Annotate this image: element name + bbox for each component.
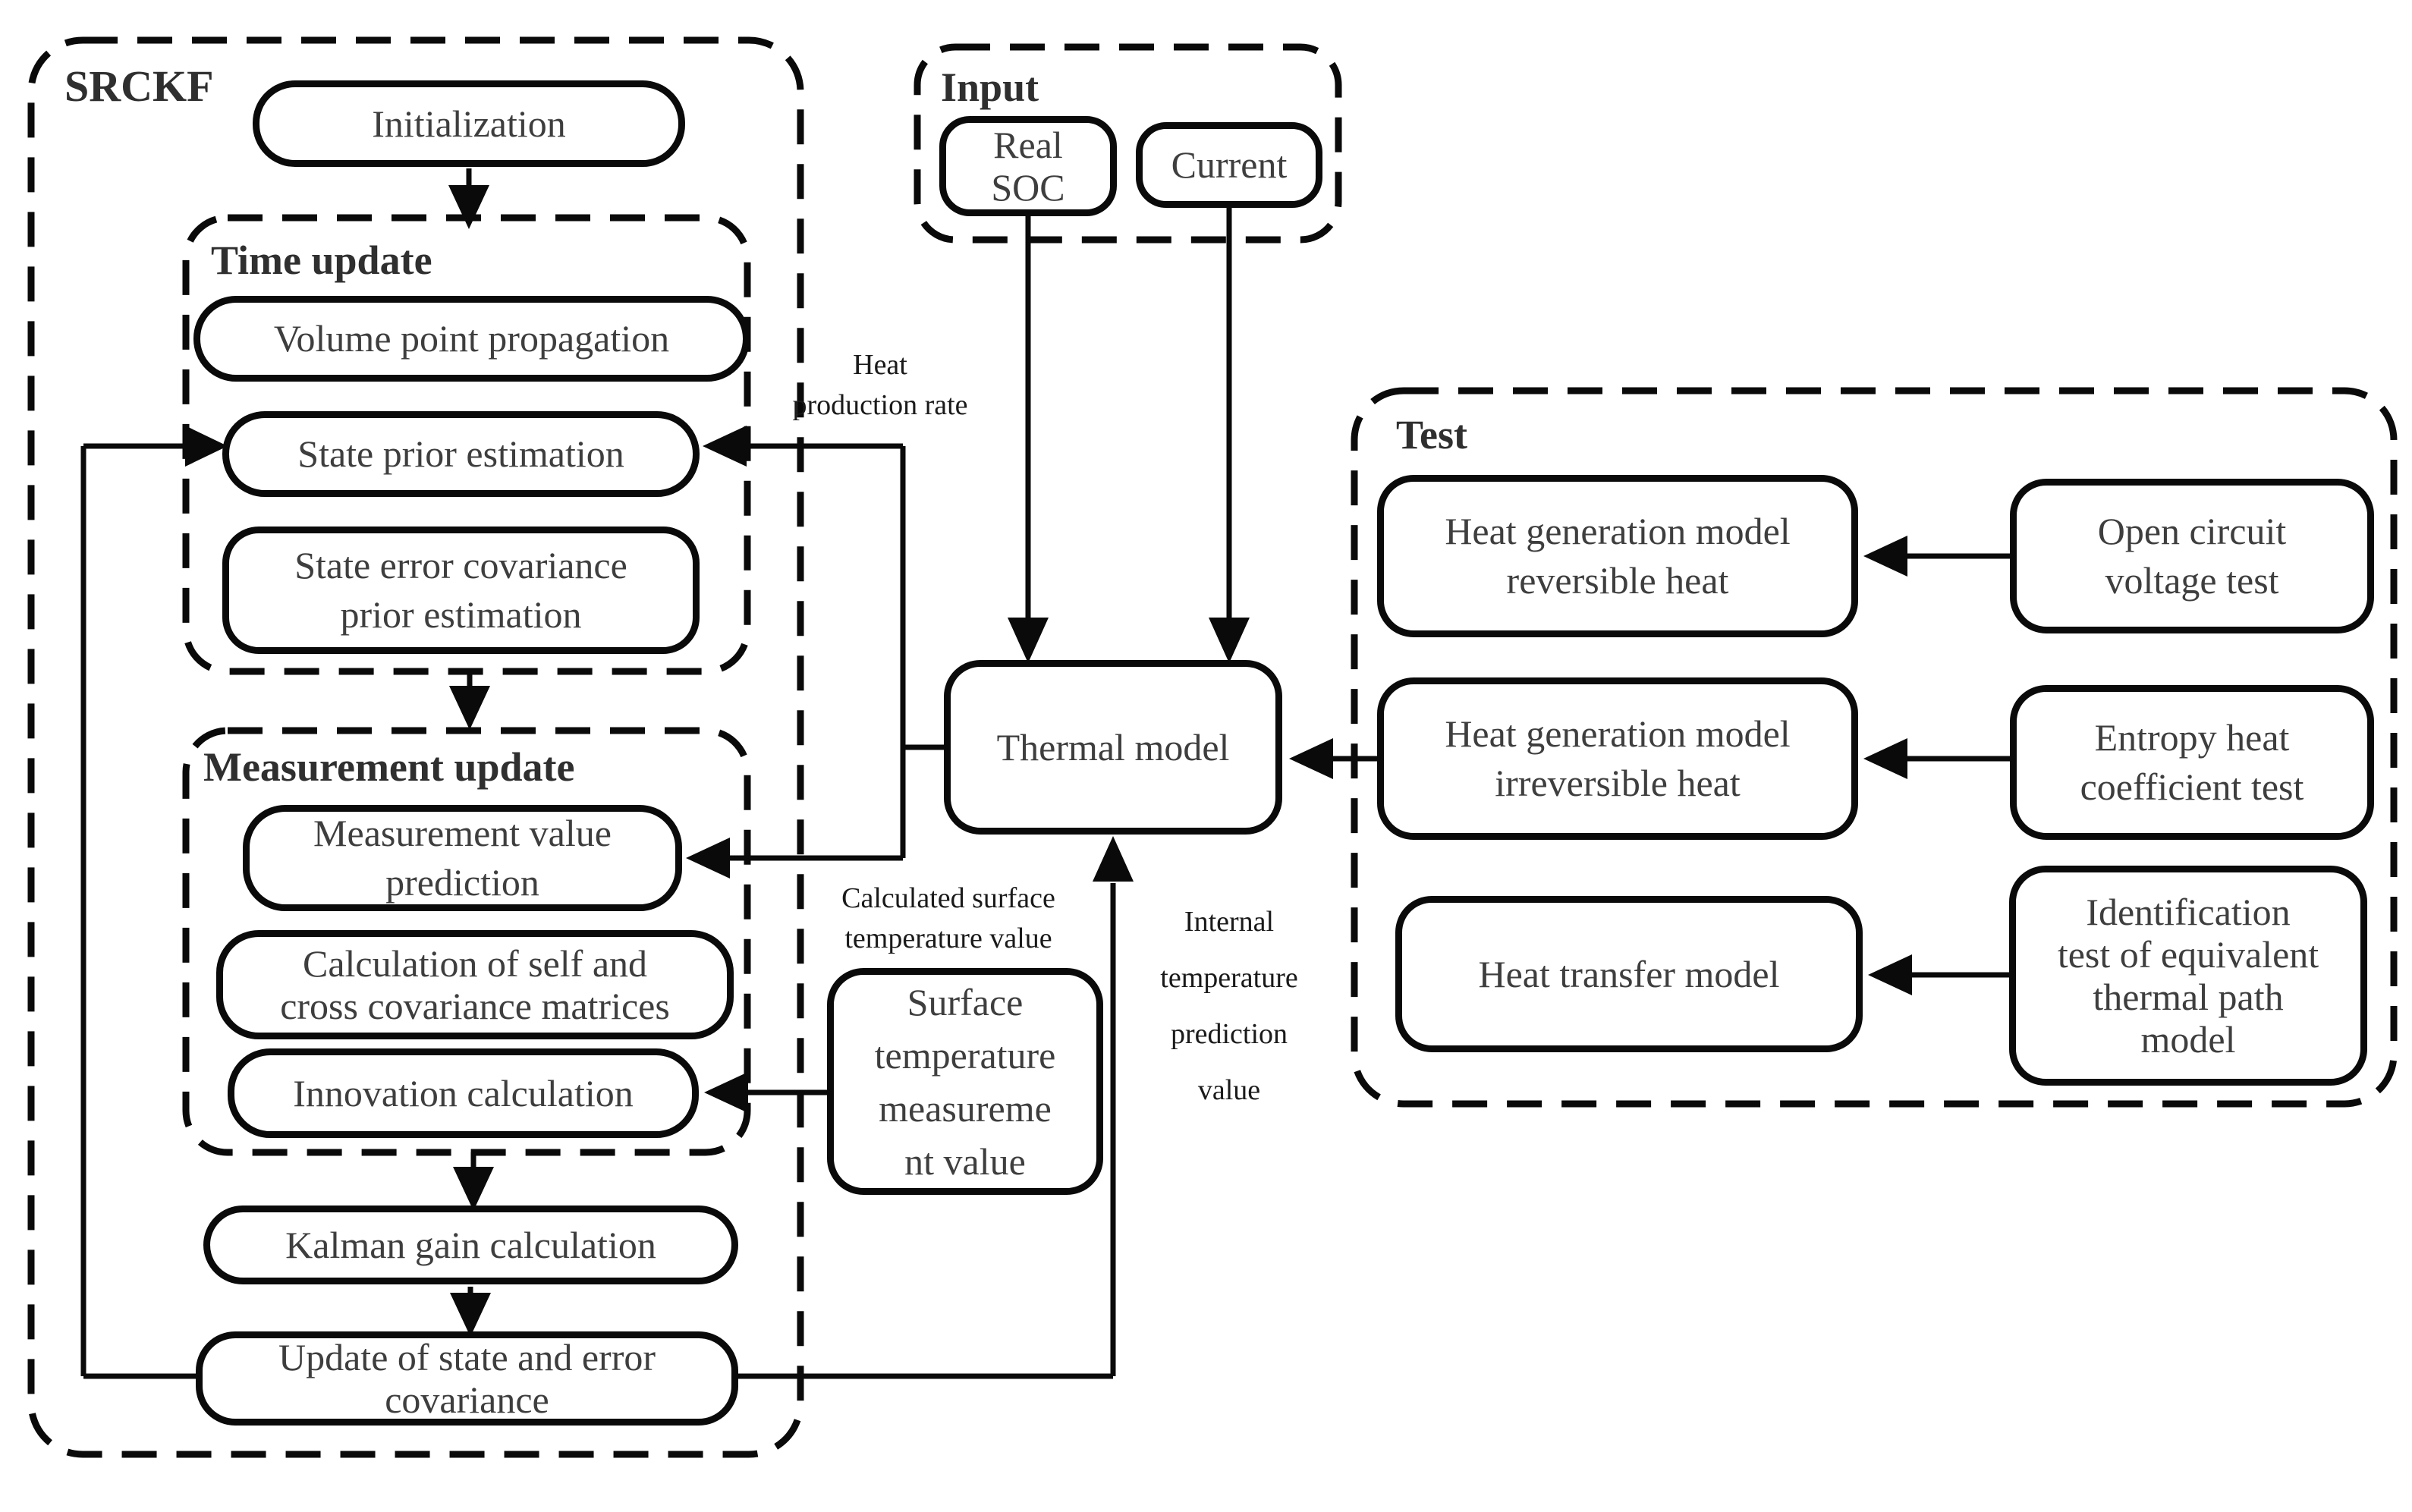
measurement-update-group-border — [182, 727, 751, 1156]
node-label: Identification — [2086, 891, 2291, 933]
edge-label-line: prediction — [1170, 1018, 1288, 1051]
node-heat-generation-irreversible: Heat generation model irreversible heat — [1377, 677, 1858, 840]
arrowhead-surfacetemp-innovation — [704, 1072, 748, 1113]
edge-label-internal-temperature-prediction: Internal temperature prediction value — [1134, 894, 1324, 1118]
node-label: model — [2140, 1018, 2236, 1061]
srckf-group-label: SRCKF — [64, 61, 214, 111]
node-label: Initialization — [372, 102, 566, 145]
input-group-border — [914, 43, 1342, 244]
arrowhead-calcsurface-measvalue — [686, 838, 730, 879]
input-group-label: Input — [941, 64, 1039, 110]
node-label: Current — [1171, 143, 1288, 186]
edge-label-heat-production-rate: Heat production rate — [744, 345, 1017, 426]
node-label: Surface — [907, 980, 1024, 1023]
node-current: Current — [1136, 122, 1322, 208]
node-label: cross covariance matrices — [280, 985, 670, 1027]
node-label: voltage test — [2105, 559, 2279, 602]
measurement-update-group-label: Measurement update — [203, 744, 575, 790]
node-label: State error covariance — [294, 544, 627, 586]
node-label: temperature — [874, 1033, 1056, 1077]
node-label: prediction — [385, 861, 539, 904]
node-label: prior estimation — [340, 593, 582, 636]
node-surface-temperature-measurement: Surface temperature measureme nt value — [827, 968, 1103, 1195]
edge-label-line: temperature — [1160, 962, 1298, 995]
node-label: thermal path — [2093, 976, 2284, 1018]
time-update-group-label: Time update — [211, 237, 432, 283]
node-label: irreversible heat — [1495, 762, 1741, 804]
arrowhead-current-thermal — [1209, 618, 1250, 663]
node-kalman-gain-calculation: Kalman gain calculation — [203, 1206, 738, 1284]
arrowhead-realsoc-thermal — [1008, 618, 1049, 663]
node-label: Heat transfer model — [1478, 952, 1780, 995]
node-label: Volume point propagation — [273, 317, 670, 360]
node-calc-covariance-matrices: Calculation of self and cross covariance… — [216, 930, 734, 1039]
node-label: Heat generation model — [1445, 510, 1791, 552]
node-real-soc: Real SOC — [939, 116, 1117, 216]
arrowhead-test-thermal — [1289, 738, 1333, 779]
node-label: Innovation calculation — [293, 1071, 634, 1114]
node-label: Entropy heat — [2094, 716, 2290, 759]
node-label: Kalman gain calculation — [285, 1223, 656, 1266]
arrowhead-heatproduction-stateprior — [703, 426, 747, 467]
node-update-state-error-covariance: Update of state and error covariance — [196, 1331, 738, 1426]
node-measurement-value-prediction: Measurement value prediction — [243, 805, 682, 911]
node-label: coefficient test — [2080, 765, 2304, 808]
node-heat-transfer-model: Heat transfer model — [1395, 896, 1863, 1052]
node-identification-test: Identification test of equivalent therma… — [2009, 866, 2367, 1086]
node-label: reversible heat — [1506, 559, 1729, 602]
node-label: Thermal model — [996, 725, 1230, 769]
node-label: Open circuit — [2097, 510, 2287, 552]
test-group-label: Test — [1396, 412, 1468, 457]
node-initialization: Initialization — [253, 80, 685, 167]
node-innovation-calculation: Innovation calculation — [228, 1048, 699, 1138]
node-state-prior-estimation: State prior estimation — [222, 411, 700, 497]
edge-label-line: value — [1197, 1074, 1261, 1107]
node-state-error-covariance: State error covariance prior estimation — [222, 527, 700, 654]
node-open-circuit-voltage-test: Open circuit voltage test — [2010, 479, 2374, 633]
edge-label-line: Calculated surface — [841, 882, 1055, 914]
node-volume-point-propagation: Volume point propagation — [193, 296, 750, 382]
node-thermal-model: Thermal model — [944, 660, 1282, 835]
node-label: covariance — [385, 1378, 549, 1421]
edge-label-calculated-surface-temperature: Calculated surface temperature value — [812, 879, 1085, 959]
arrowhead-measupdate-kalman — [453, 1167, 494, 1211]
node-label: test of equivalent — [2057, 933, 2319, 976]
node-entropy-heat-coefficient-test: Entropy heat coefficient test — [2010, 685, 2374, 840]
node-label: SOC — [991, 166, 1065, 209]
arrowhead-internaltemp-thermal — [1093, 836, 1134, 882]
edge-label-line: production rate — [792, 389, 968, 422]
arrowhead-init-timeupdate — [448, 185, 489, 229]
test-group-border — [1351, 387, 2398, 1108]
arrowhead-kalman-update — [450, 1293, 491, 1337]
arrowhead-feedback-stateprior — [185, 426, 228, 467]
node-label: Calculation of self and — [302, 942, 648, 985]
srckf-group-border — [27, 36, 804, 1458]
arrowhead-timeupdate-measupdate — [449, 686, 490, 730]
arrowhead-ocv-heatgenrev — [1863, 536, 1907, 577]
edge-label-line: Heat — [853, 349, 907, 381]
node-label: measureme — [879, 1086, 1052, 1130]
arrowhead-entropy-heatgenirr — [1863, 738, 1907, 779]
edge-label-line: temperature value — [844, 923, 1052, 955]
node-label: Heat generation model — [1445, 712, 1791, 755]
node-heat-generation-reversible: Heat generation model reversible heat — [1377, 475, 1858, 637]
edge-label-line: Internal — [1184, 906, 1275, 938]
node-label: Measurement value — [313, 812, 612, 854]
node-label: Real — [993, 124, 1063, 166]
node-label: Update of state and error — [278, 1336, 656, 1378]
arrowhead-ident-heattransfer — [1868, 954, 1912, 995]
node-label: State prior estimation — [297, 432, 624, 475]
node-label: nt value — [904, 1140, 1026, 1183]
